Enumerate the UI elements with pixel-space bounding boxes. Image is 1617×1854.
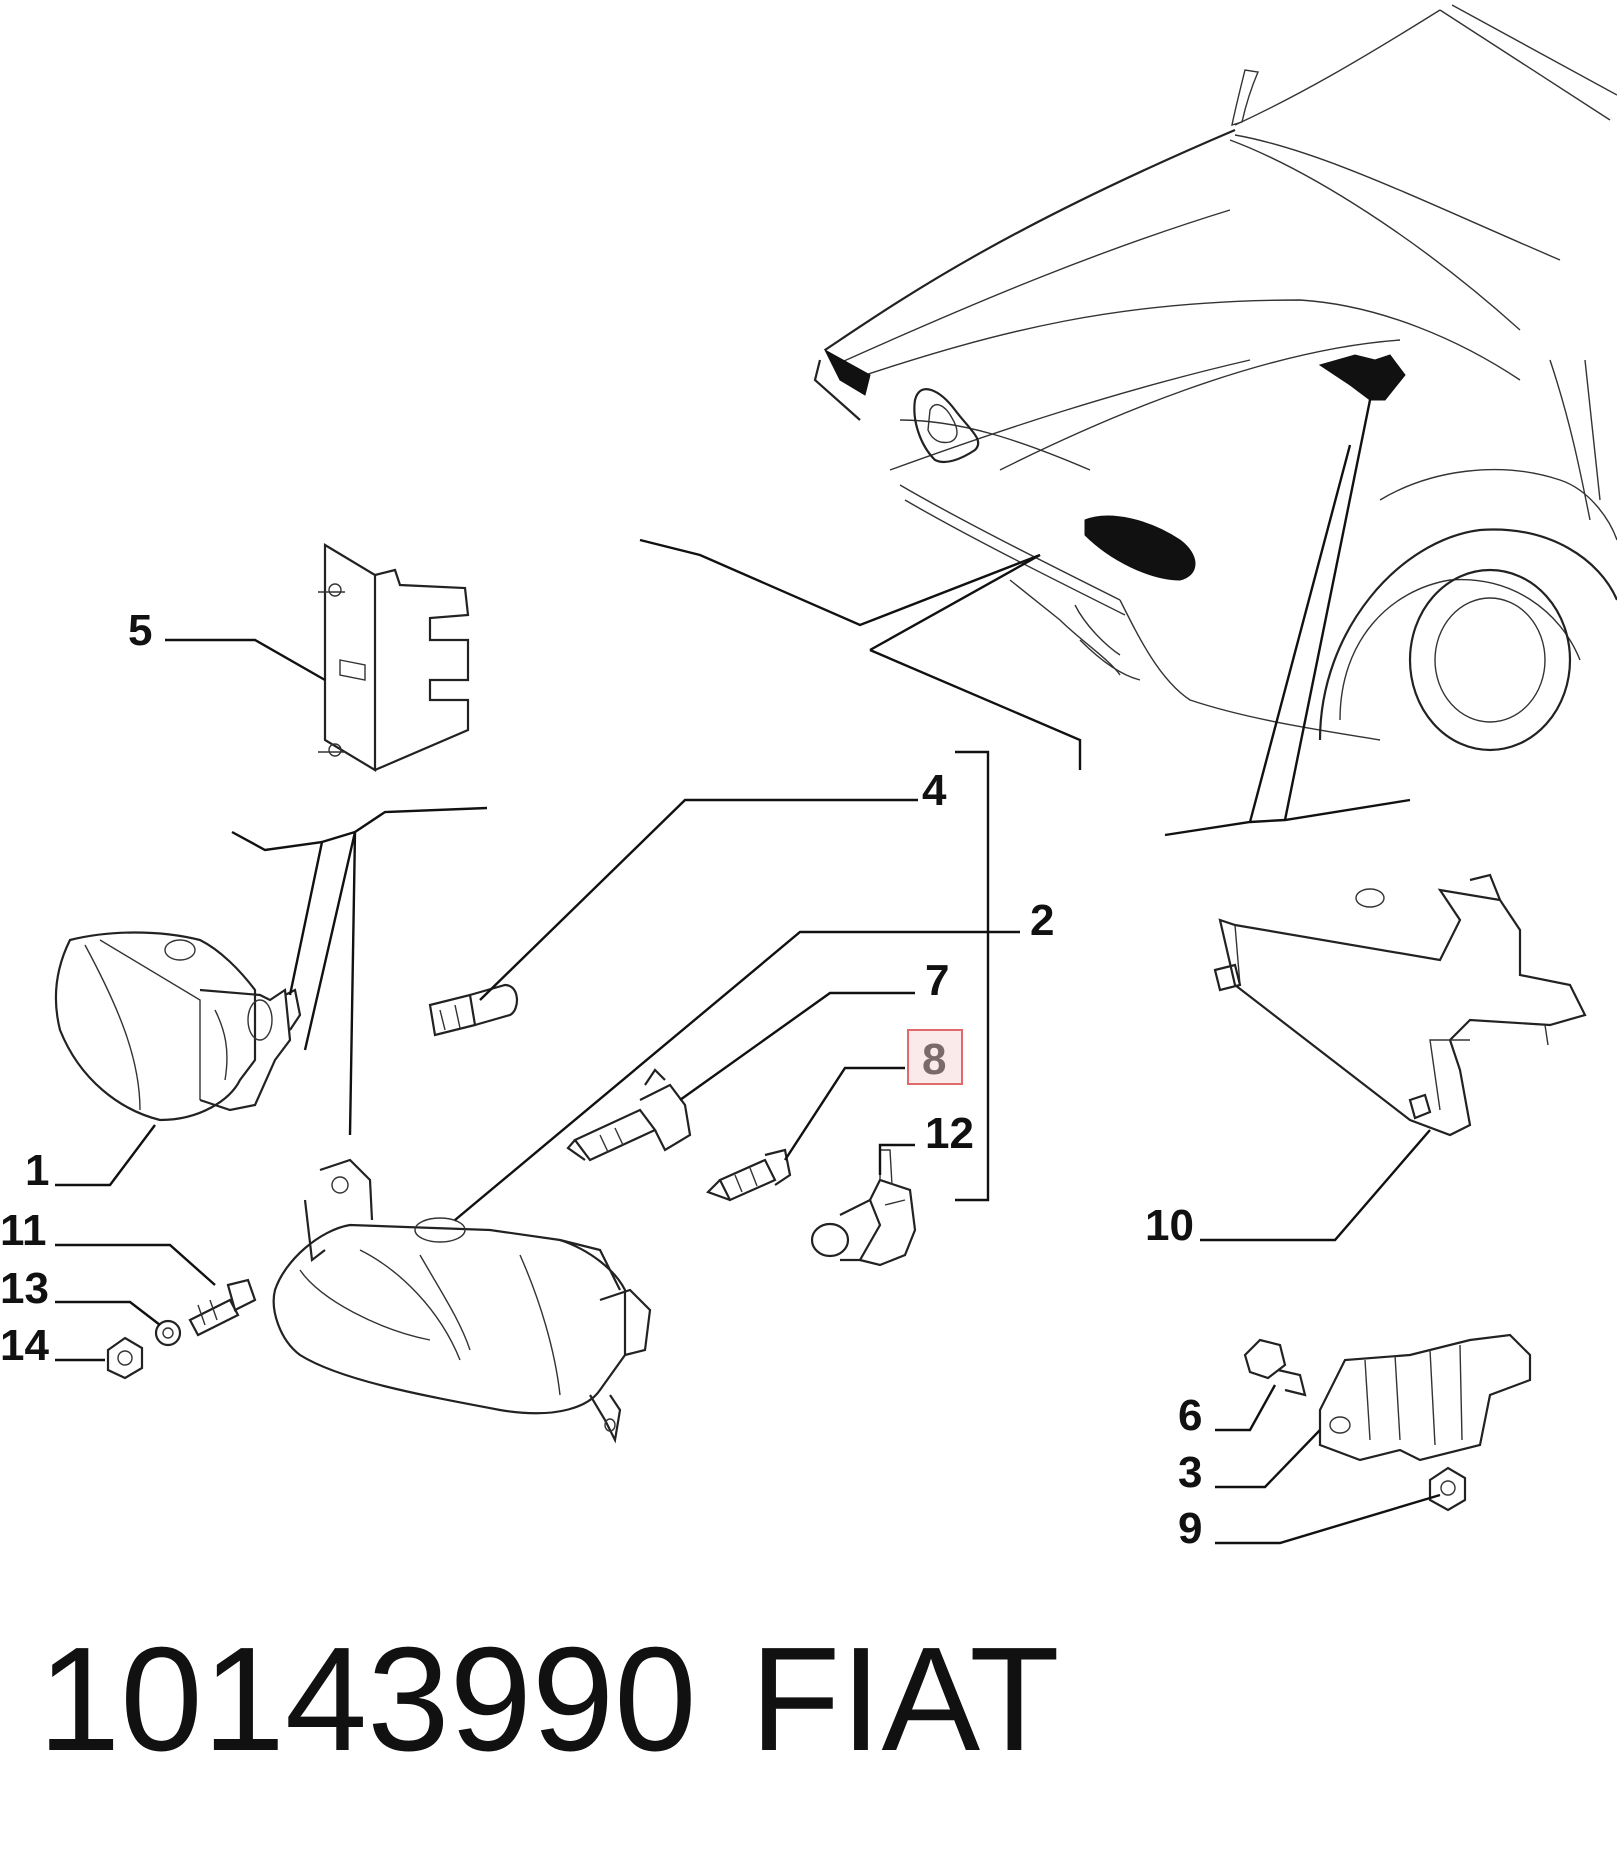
part-3-module: [1318, 1333, 1532, 1462]
part-5-mounting-plate: [318, 543, 470, 772]
part-1-fog-lamp: [54, 931, 302, 1122]
part-14-nut: [106, 1336, 144, 1380]
part-4-bulb: [428, 983, 518, 1037]
callout-1: 1: [25, 1146, 49, 1195]
part-8-bulb: [706, 1148, 792, 1202]
part-11-bolt: [188, 1278, 257, 1337]
part-12-bulb-holder: [810, 1149, 917, 1267]
part-9-nut: [1428, 1466, 1467, 1512]
brand-name: FIAT: [750, 1617, 1060, 1782]
callout-9: 9: [1178, 1504, 1202, 1553]
callout-10: 10: [1145, 1201, 1194, 1250]
callout-8-highlight-box: [907, 1029, 963, 1085]
part-2-headlamp: [272, 1158, 652, 1444]
callout-3: 3: [1178, 1448, 1202, 1497]
part-6-bolt: [1243, 1338, 1307, 1397]
callout-7: 7: [925, 956, 949, 1005]
callout-2: 2: [1030, 896, 1054, 945]
leader-lines: [55, 399, 1441, 1545]
part-7-halogen-bulb: [566, 1068, 692, 1162]
callout-5: 5: [128, 606, 152, 655]
callout-8: 8: [922, 1035, 946, 1084]
car-front-illustration: [813, 4, 1617, 752]
callout-4: 4: [922, 766, 947, 815]
part-10-bracket: [1213, 873, 1587, 1137]
callout-11: 11: [0, 1206, 47, 1255]
callout-12: 12: [925, 1109, 974, 1158]
callout-14: 14: [0, 1321, 49, 1370]
callout-13: 13: [0, 1264, 49, 1313]
part-number: 10143990: [38, 1617, 696, 1782]
part-13-washer: [154, 1319, 182, 1347]
callout-6: 6: [1178, 1391, 1202, 1440]
